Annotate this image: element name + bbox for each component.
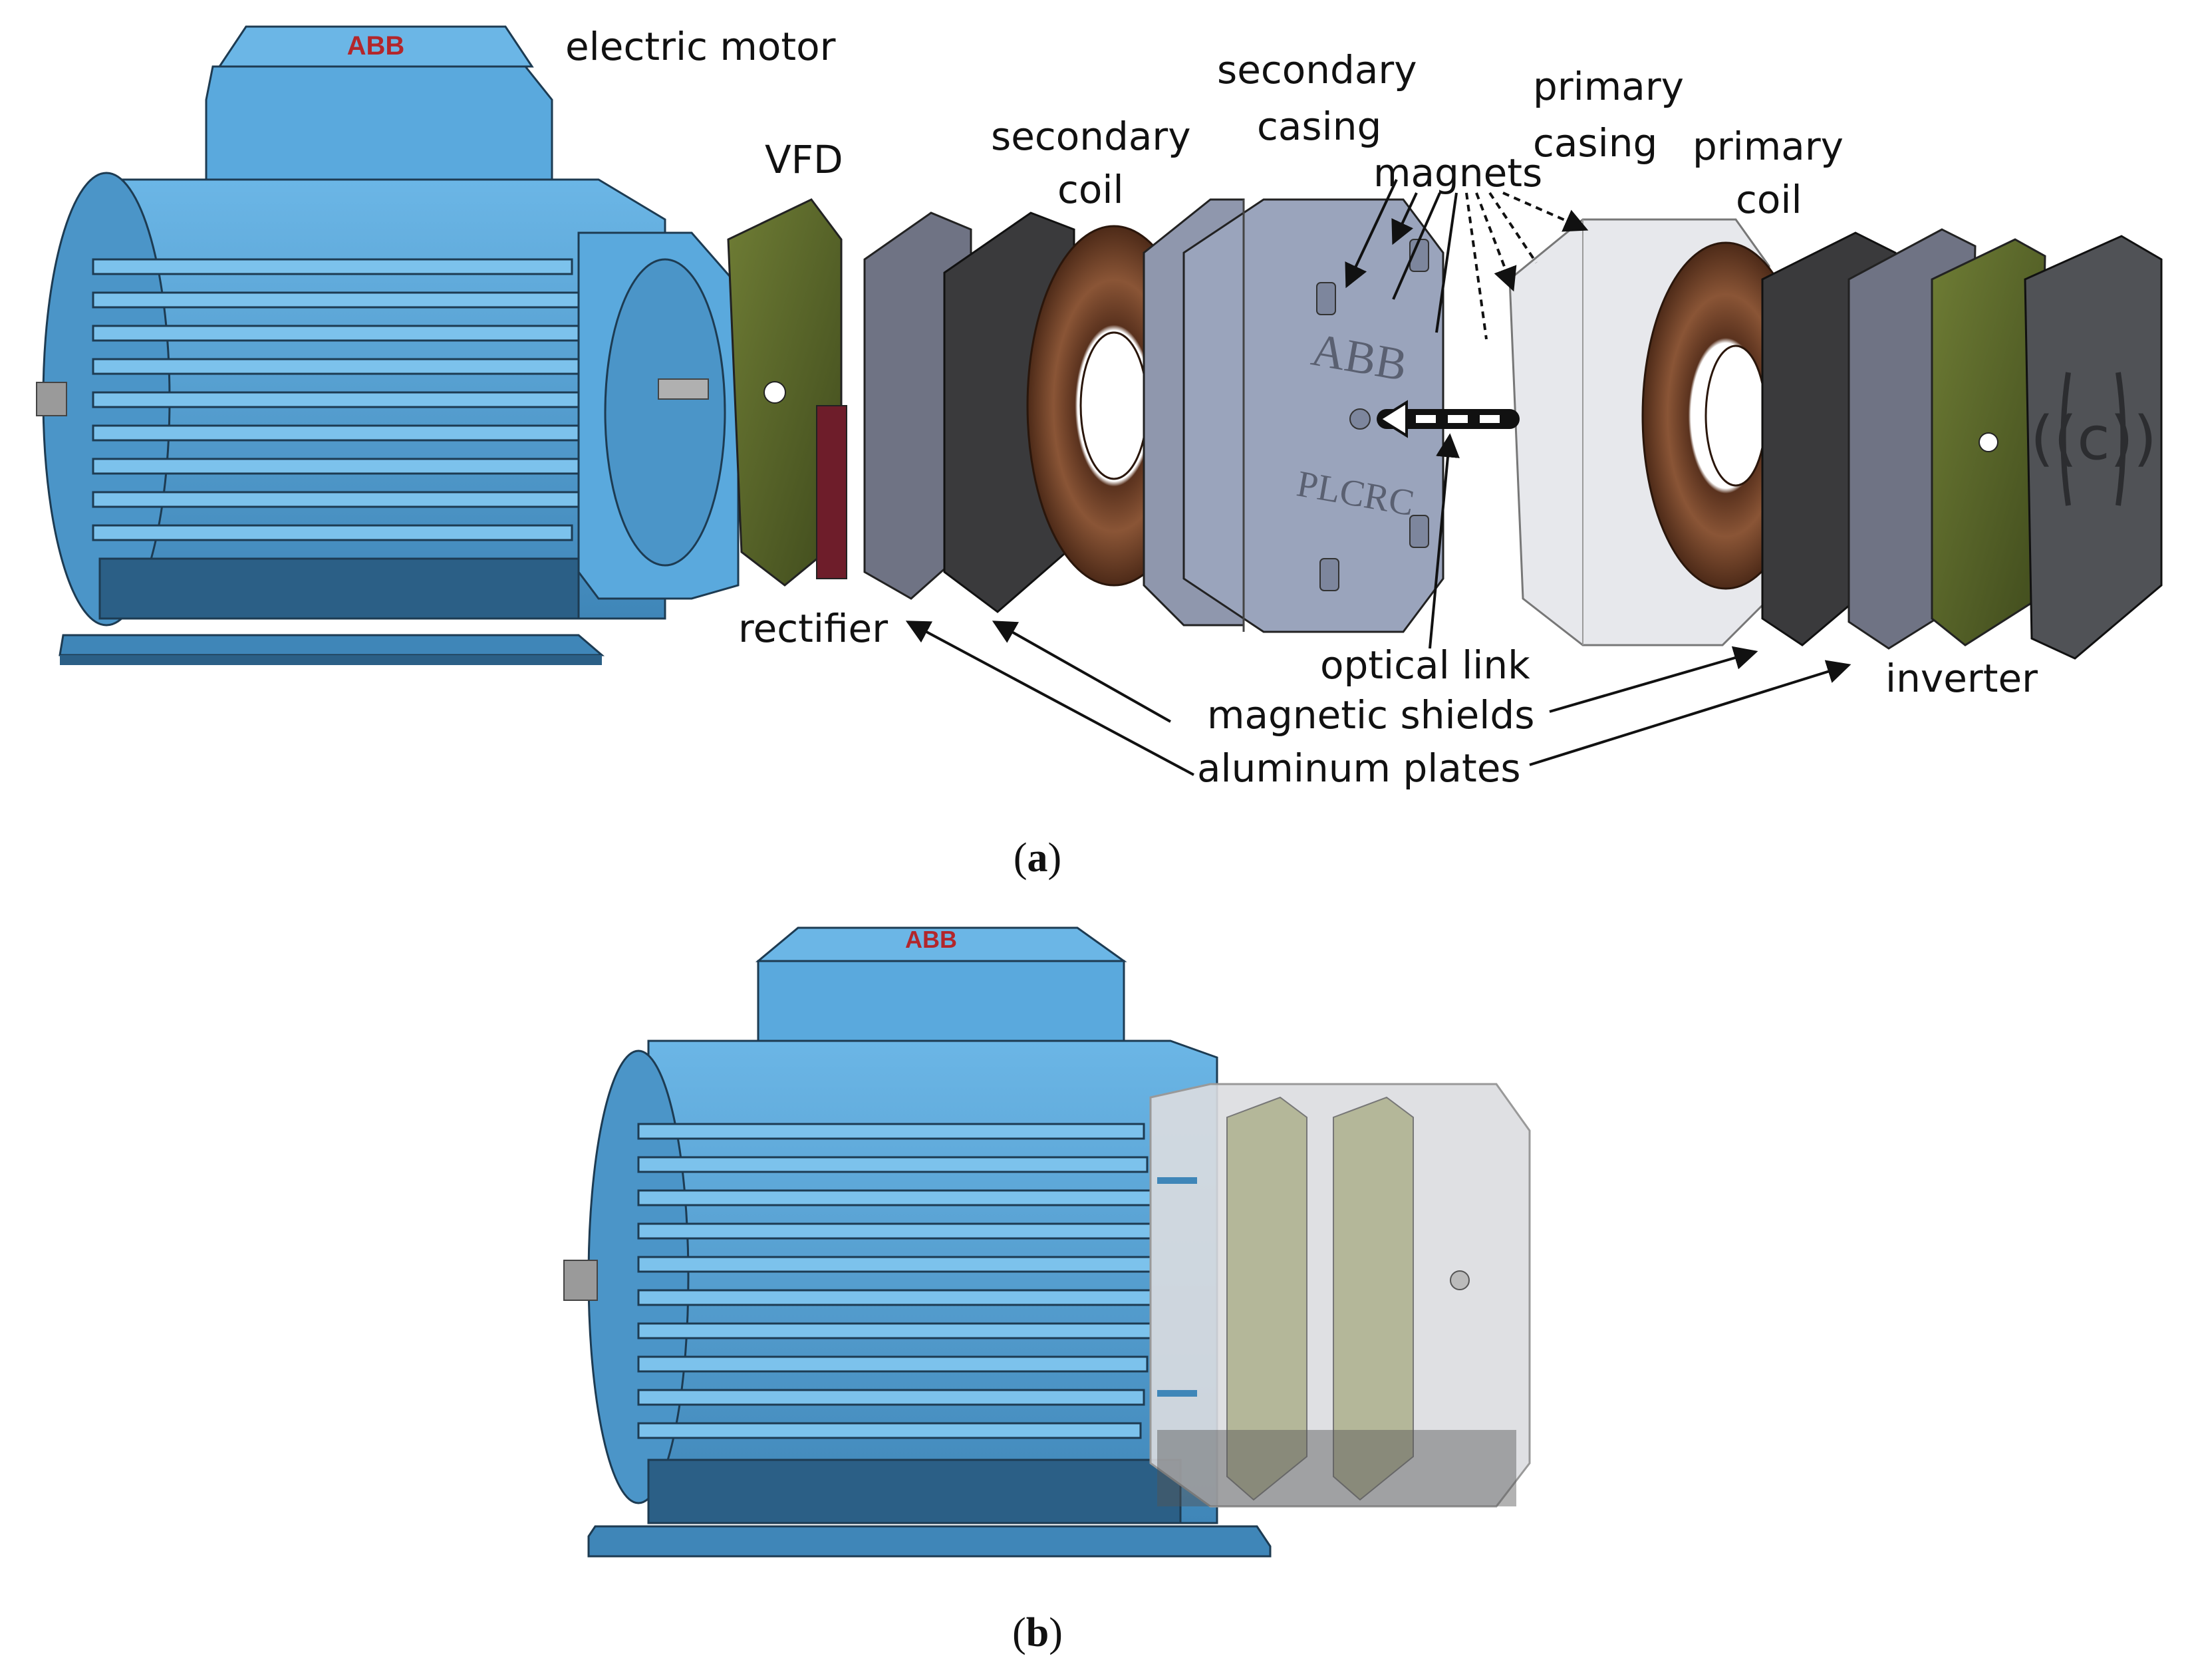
label-magnetic-shields: magnetic shields (1207, 692, 1534, 738)
label-optical-link: optical link (1320, 642, 1530, 688)
leader-lines (905, 179, 1851, 776)
label-primary-coil-line2: coil (1736, 177, 1802, 222)
electric-motor-a: ABB (36, 25, 740, 665)
label-secondary-casing-line2: casing (1257, 104, 1381, 149)
caption-b: (b) (1012, 1610, 1063, 1655)
label-inverter: inverter (1885, 656, 2038, 701)
vfd-board (727, 198, 847, 587)
wireless-symbol: ((c)) (2030, 404, 2157, 474)
optical-link-arrow (1377, 400, 1520, 438)
label-primary-casing-line2: casing (1533, 120, 1657, 166)
label-secondary-casing-line1: secondary (1217, 47, 1417, 92)
end-cover: ((c)) (2024, 235, 2163, 660)
panel-a: ABB ABB PLCRC (36, 24, 2163, 881)
label-aluminum-plates: aluminum plates (1197, 746, 1521, 791)
label-magnets: magnets (1373, 150, 1542, 196)
label-electric-motor: electric motor (565, 24, 836, 69)
caption-a: (a) (1014, 835, 1061, 881)
secondary-casing: ABB PLCRC (1143, 198, 1444, 633)
label-secondary-coil-line2: coil (1057, 167, 1124, 212)
label-vfd: VFD (765, 137, 843, 182)
attached-wpt-unit (1149, 1083, 1531, 1508)
abb-logo-motor-a: ABB (347, 31, 405, 61)
label-rectifier: rectifier (738, 606, 888, 651)
label-primary-casing-line1: primary (1533, 64, 1684, 109)
labels-panel-a: electric motor VFD secondary coil second… (565, 24, 2038, 791)
abb-logo-motor-b: ABB (905, 926, 957, 953)
label-secondary-coil-line1: secondary (991, 114, 1191, 159)
label-primary-coil-line1: primary (1693, 124, 1844, 169)
electric-motor-assembled: ABB (563, 926, 1272, 1558)
panel-b: ABB (b) (563, 926, 1531, 1655)
